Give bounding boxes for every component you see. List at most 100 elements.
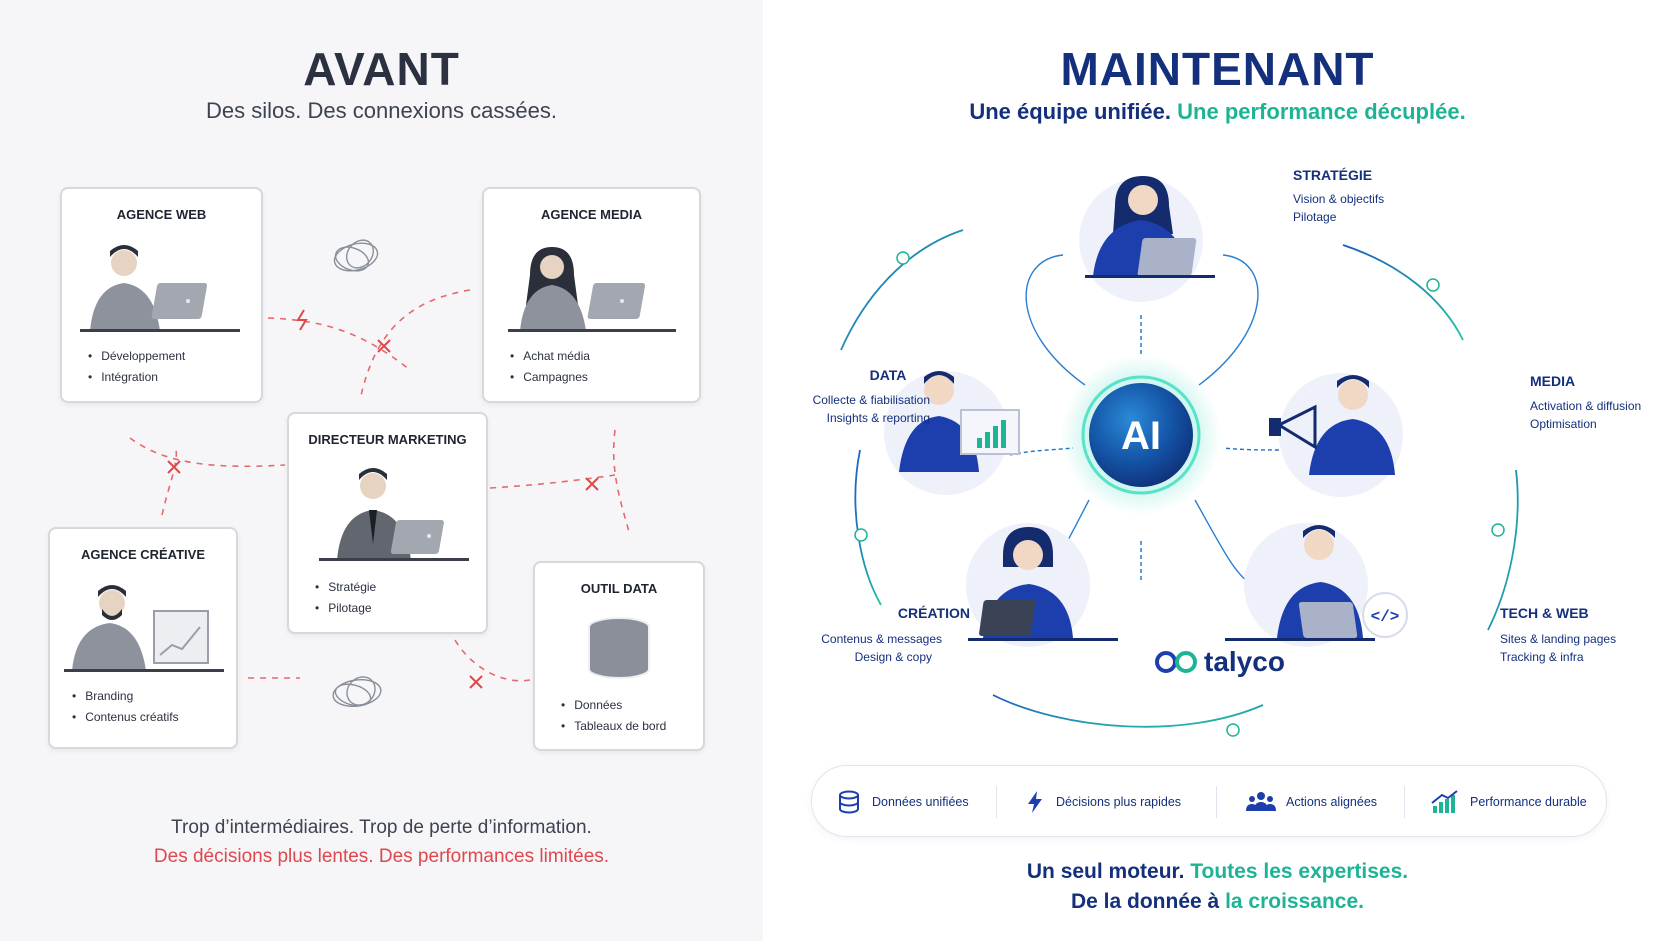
developer-illustration — [80, 245, 240, 332]
role-title-media: MEDIA — [1530, 373, 1576, 389]
creative-illustration — [64, 585, 224, 672]
brand-logo: talyco — [1154, 646, 1285, 678]
role-title-data: DATA — [869, 367, 907, 383]
list-item: Achat média — [510, 346, 590, 367]
team-icon — [1246, 792, 1276, 811]
lightning-break-icon — [296, 309, 308, 331]
broken-x-mark — [585, 477, 599, 491]
growth-chart-icon — [1431, 790, 1458, 813]
role-title-strategy: STRATÉGIE — [1293, 167, 1373, 183]
avant-footer-line2: Des décisions plus lentes. Des performan… — [153, 846, 610, 867]
maintenant-footer-line2: De la donnée à la croissance. — [763, 890, 1672, 914]
broken-x-mark — [469, 675, 483, 689]
subtitle-part1: Une équipe unifiée. — [969, 99, 1172, 124]
legend-item: Actions alignées — [1246, 766, 1377, 838]
legend-item: Performance durable — [1430, 766, 1587, 838]
maintenant-footer-line1: Un seul moteur. Toutes les expertises. — [763, 860, 1672, 884]
role-title-tech: TECH & WEB — [1500, 605, 1589, 621]
role-title-creation: CRÉATION — [897, 605, 970, 621]
list-item: Intégration — [88, 367, 185, 388]
card-title: OUTIL DATA — [580, 581, 658, 596]
role-line: Tracking & infra — [1500, 650, 1584, 664]
role-line: Optimisation — [1530, 417, 1597, 431]
role-line: Design & copy — [854, 650, 932, 664]
legend-divider — [996, 786, 997, 818]
unified-diagram: AI </> — [840, 176, 1519, 737]
curved-arrow — [1025, 254, 1086, 386]
broken-link-director-bottom — [454, 639, 531, 682]
check-icon — [854, 251, 1505, 737]
card-title: DIRECTEUR MARKETING — [308, 432, 467, 447]
cycle-arc — [854, 449, 882, 606]
database-icon — [839, 790, 859, 814]
cycle-arc — [1487, 469, 1519, 631]
role-line: Activation & diffusion — [1530, 399, 1642, 413]
broken-link-media-data — [612, 429, 631, 536]
legend-label: Actions alignées — [1286, 795, 1378, 809]
curved-arrow — [1194, 499, 1249, 583]
benefits-legend: Données unifiées Décisions plus rapides … — [811, 765, 1607, 837]
list-item: Campagnes — [510, 367, 590, 388]
role-line: Insights & reporting — [826, 411, 930, 425]
data-analyst-figure — [884, 371, 1020, 495]
role-line: Contenus & messages — [821, 632, 942, 646]
legend-item: Données unifiées — [836, 766, 969, 838]
role-line: Vision & objectifs — [1293, 192, 1385, 206]
broken-link-web-director — [267, 317, 411, 371]
card-agence-web: AGENCE WEB Développement Intégration — [60, 187, 263, 403]
media-buyer-illustration — [508, 247, 676, 332]
footer-part: Un seul moteur. — [1026, 860, 1185, 883]
avant-subtitle: Des silos. Des connexions cassées. — [206, 98, 557, 123]
tangle-scribble-icon — [333, 239, 379, 272]
legend-item: Décisions plus rapides — [1024, 766, 1181, 838]
avant-title: AVANT — [303, 43, 460, 95]
database-icon — [588, 617, 650, 679]
broken-x-mark — [377, 339, 391, 353]
legend-label: Performance durable — [1470, 795, 1587, 809]
legend-label: Décisions plus rapides — [1056, 795, 1182, 809]
code-icon-glyph: </> — [1371, 608, 1400, 626]
ai-label: AI — [1121, 414, 1161, 458]
code-icon — [1362, 592, 1408, 638]
cycle-arc — [840, 229, 964, 351]
tech-figure: </> — [1225, 523, 1408, 647]
media-figure — [1269, 373, 1403, 497]
talyco-logo-icon — [1155, 651, 1197, 673]
list-item: Données — [561, 695, 666, 716]
card-title: AGENCE CRÉATIVE — [81, 547, 205, 562]
list-item: Contenus créatifs — [72, 707, 178, 728]
card-title: AGENCE MEDIA — [540, 207, 643, 222]
ai-ring — [1081, 375, 1201, 495]
list-item: Développement — [88, 346, 185, 367]
broken-link-director-data — [489, 474, 616, 489]
footer-part: De la donnée à — [1071, 890, 1220, 913]
footer-part: la croissance. — [1225, 890, 1364, 913]
role-line: Collecte & fiabilisation — [812, 393, 930, 407]
subtitle-part2: Une performance décuplée. — [1177, 99, 1466, 124]
director-illustration — [319, 468, 469, 561]
strategy-figure — [1079, 176, 1215, 302]
card-outil-data: OUTIL DATA Données Tableaux de bord — [533, 561, 705, 751]
lightning-icon — [1028, 791, 1042, 813]
list-item: Stratégie — [315, 577, 376, 598]
card-title: AGENCE WEB — [116, 207, 207, 222]
broken-x-mark — [167, 460, 181, 474]
card-agence-media: AGENCE MEDIA Achat média Campagnes — [482, 187, 701, 403]
list-item: Branding — [72, 686, 179, 707]
legend-divider — [1404, 786, 1405, 818]
list-item: Tableaux de bord — [561, 716, 666, 737]
flow-arrow — [1222, 447, 1287, 451]
tangle-scribble-icon — [332, 676, 382, 707]
broken-link-media-director — [359, 289, 471, 401]
broken-link-creative-director — [129, 437, 286, 468]
role-line: Pilotage — [1293, 210, 1337, 224]
legend-divider — [1216, 786, 1217, 818]
maintenant-title: MAINTENANT — [1060, 43, 1375, 95]
list-item: Pilotage — [315, 598, 376, 619]
cycle-arc — [992, 694, 1264, 728]
ai-core — [1089, 383, 1193, 487]
brand-name: talyco — [1204, 646, 1285, 677]
footer-part: Toutes les expertises. — [1190, 860, 1409, 883]
role-line: Sites & landing pages — [1500, 632, 1617, 646]
broken-connections — [129, 239, 631, 707]
